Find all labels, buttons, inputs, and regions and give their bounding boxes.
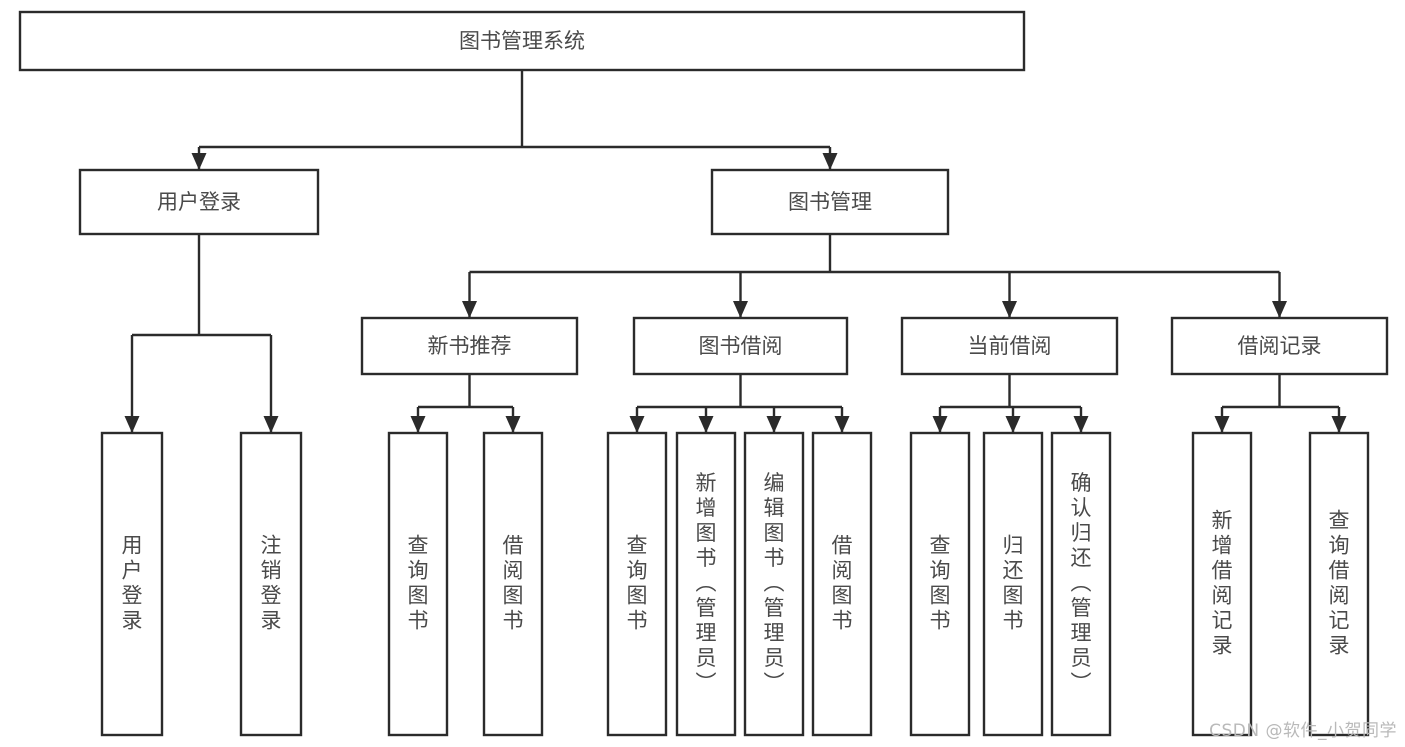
node-label-leaf-query-book-2: 查询图书 xyxy=(627,534,648,633)
node-leaf-borrow-book-1[interactable]: 借阅图书 xyxy=(482,431,544,737)
node-leaf-add-borrow-record[interactable]: 新增借阅记录 xyxy=(1191,431,1253,737)
node-label-leaf-query-borrow-record: 查询借阅记录 xyxy=(1329,509,1350,658)
edge-group-new-book-recommend xyxy=(410,374,521,433)
node-borrow-record[interactable]: 借阅记录 xyxy=(1170,316,1389,376)
edge-group-borrow-record xyxy=(1214,374,1347,433)
node-current-borrow[interactable]: 当前借阅 xyxy=(900,316,1119,376)
node-box-leaf-user-login xyxy=(100,431,164,737)
arrow-head-icon xyxy=(1272,301,1287,318)
node-leaf-confirm-return[interactable]: 确认归还︵管理员︶ xyxy=(1050,431,1112,737)
node-book-manage[interactable]: 图书管理 xyxy=(710,168,950,236)
edge-group-book-manage xyxy=(462,234,1287,318)
node-label-leaf-borrow-book-2: 借阅图书 xyxy=(832,534,853,633)
node-box-current-borrow xyxy=(900,316,1119,376)
node-box-user-login xyxy=(78,168,320,236)
node-box-leaf-confirm-return xyxy=(1050,431,1112,737)
node-label-leaf-query-book-3: 查询图书 xyxy=(930,534,951,633)
node-box-leaf-return-book xyxy=(982,431,1044,737)
node-box-book-borrow xyxy=(632,316,849,376)
arrow-head-icon xyxy=(629,416,645,433)
node-layer: 图书管理系统用户登录图书管理新书推荐图书借阅当前借阅借阅记录用户登录注销登录查询… xyxy=(18,10,1389,737)
node-label-leaf-borrow-book-1: 借阅图书 xyxy=(503,534,524,633)
node-label-root: 图书管理系统 xyxy=(459,29,585,53)
node-leaf-edit-book[interactable]: 编辑图书︵管理员︶ xyxy=(743,431,805,737)
arrow-head-icon xyxy=(822,153,838,170)
node-label-leaf-add-borrow-record: 新增借阅记录 xyxy=(1212,509,1233,658)
arrow-head-icon xyxy=(1005,416,1021,433)
arrow-head-icon xyxy=(1331,416,1347,433)
node-box-leaf-query-borrow-record xyxy=(1308,431,1370,737)
node-box-leaf-add-book xyxy=(675,431,737,737)
node-box-borrow-record xyxy=(1170,316,1389,376)
node-box-leaf-query-book-1 xyxy=(387,431,449,737)
node-label-leaf-return-book: 归还图书 xyxy=(1003,534,1024,633)
edge-group-book-borrow xyxy=(629,374,850,433)
node-new-book-recommend[interactable]: 新书推荐 xyxy=(360,316,579,376)
node-label-leaf-confirm-return: 确认归还︵管理员︶ xyxy=(1071,471,1092,695)
node-box-leaf-borrow-book-2 xyxy=(811,431,873,737)
node-box-leaf-add-borrow-record xyxy=(1191,431,1253,737)
node-label-leaf-query-book-1: 查询图书 xyxy=(408,534,429,633)
connector-layer xyxy=(124,70,1347,433)
node-leaf-query-borrow-record[interactable]: 查询借阅记录 xyxy=(1308,431,1370,737)
edge-group-current-borrow xyxy=(932,374,1089,433)
node-leaf-user-logout[interactable]: 注销登录 xyxy=(239,431,303,737)
watermark-text: CSDN @软件_小贺同学 xyxy=(1209,721,1397,741)
arrow-head-icon xyxy=(505,416,521,433)
node-label-new-book-recommend: 新书推荐 xyxy=(428,334,512,358)
node-leaf-user-login[interactable]: 用户登录 xyxy=(100,431,164,737)
edge-group-user-login xyxy=(124,234,279,433)
node-box-leaf-query-book-2 xyxy=(606,431,668,737)
node-leaf-query-book-1[interactable]: 查询图书 xyxy=(387,431,449,737)
arrow-head-icon xyxy=(698,416,714,433)
arrow-head-icon xyxy=(733,301,748,318)
node-label-borrow-record: 借阅记录 xyxy=(1238,334,1322,358)
node-box-new-book-recommend xyxy=(360,316,579,376)
node-label-current-borrow: 当前借阅 xyxy=(968,334,1052,358)
arrow-head-icon xyxy=(410,416,426,433)
node-label-leaf-add-book: 新增图书︵管理员︶ xyxy=(696,471,717,695)
arrow-head-icon xyxy=(1214,416,1230,433)
node-box-book-manage xyxy=(710,168,950,236)
node-leaf-borrow-book-2[interactable]: 借阅图书 xyxy=(811,431,873,737)
node-root[interactable]: 图书管理系统 xyxy=(18,10,1026,72)
node-user-login[interactable]: 用户登录 xyxy=(78,168,320,236)
node-leaf-query-book-2[interactable]: 查询图书 xyxy=(606,431,668,737)
node-leaf-query-book-3[interactable]: 查询图书 xyxy=(909,431,971,737)
node-box-leaf-edit-book xyxy=(743,431,805,737)
node-label-leaf-edit-book: 编辑图书︵管理员︶ xyxy=(764,471,785,695)
node-label-book-borrow: 图书借阅 xyxy=(699,334,783,358)
edge-group-root xyxy=(191,70,838,170)
arrow-head-icon xyxy=(834,416,850,433)
arrow-head-icon xyxy=(462,301,477,318)
node-label-leaf-user-login: 用户登录 xyxy=(122,534,143,633)
node-label-user-login: 用户登录 xyxy=(157,190,241,214)
arrow-head-icon xyxy=(1073,416,1089,433)
node-box-leaf-user-logout xyxy=(239,431,303,737)
node-label-leaf-user-logout: 注销登录 xyxy=(261,534,282,633)
arrow-head-icon xyxy=(766,416,782,433)
arrow-head-icon xyxy=(932,416,948,433)
node-box-leaf-query-book-3 xyxy=(909,431,971,737)
node-book-borrow[interactable]: 图书借阅 xyxy=(632,316,849,376)
arrow-head-icon xyxy=(124,416,140,433)
node-leaf-return-book[interactable]: 归还图书 xyxy=(982,431,1044,737)
node-label-book-manage: 图书管理 xyxy=(788,190,872,214)
node-box-leaf-borrow-book-1 xyxy=(482,431,544,737)
arrow-head-icon xyxy=(263,416,279,433)
node-box-root xyxy=(18,10,1026,72)
arrow-head-icon xyxy=(191,153,207,170)
node-leaf-add-book[interactable]: 新增图书︵管理员︶ xyxy=(675,431,737,737)
arrow-head-icon xyxy=(1002,301,1017,318)
